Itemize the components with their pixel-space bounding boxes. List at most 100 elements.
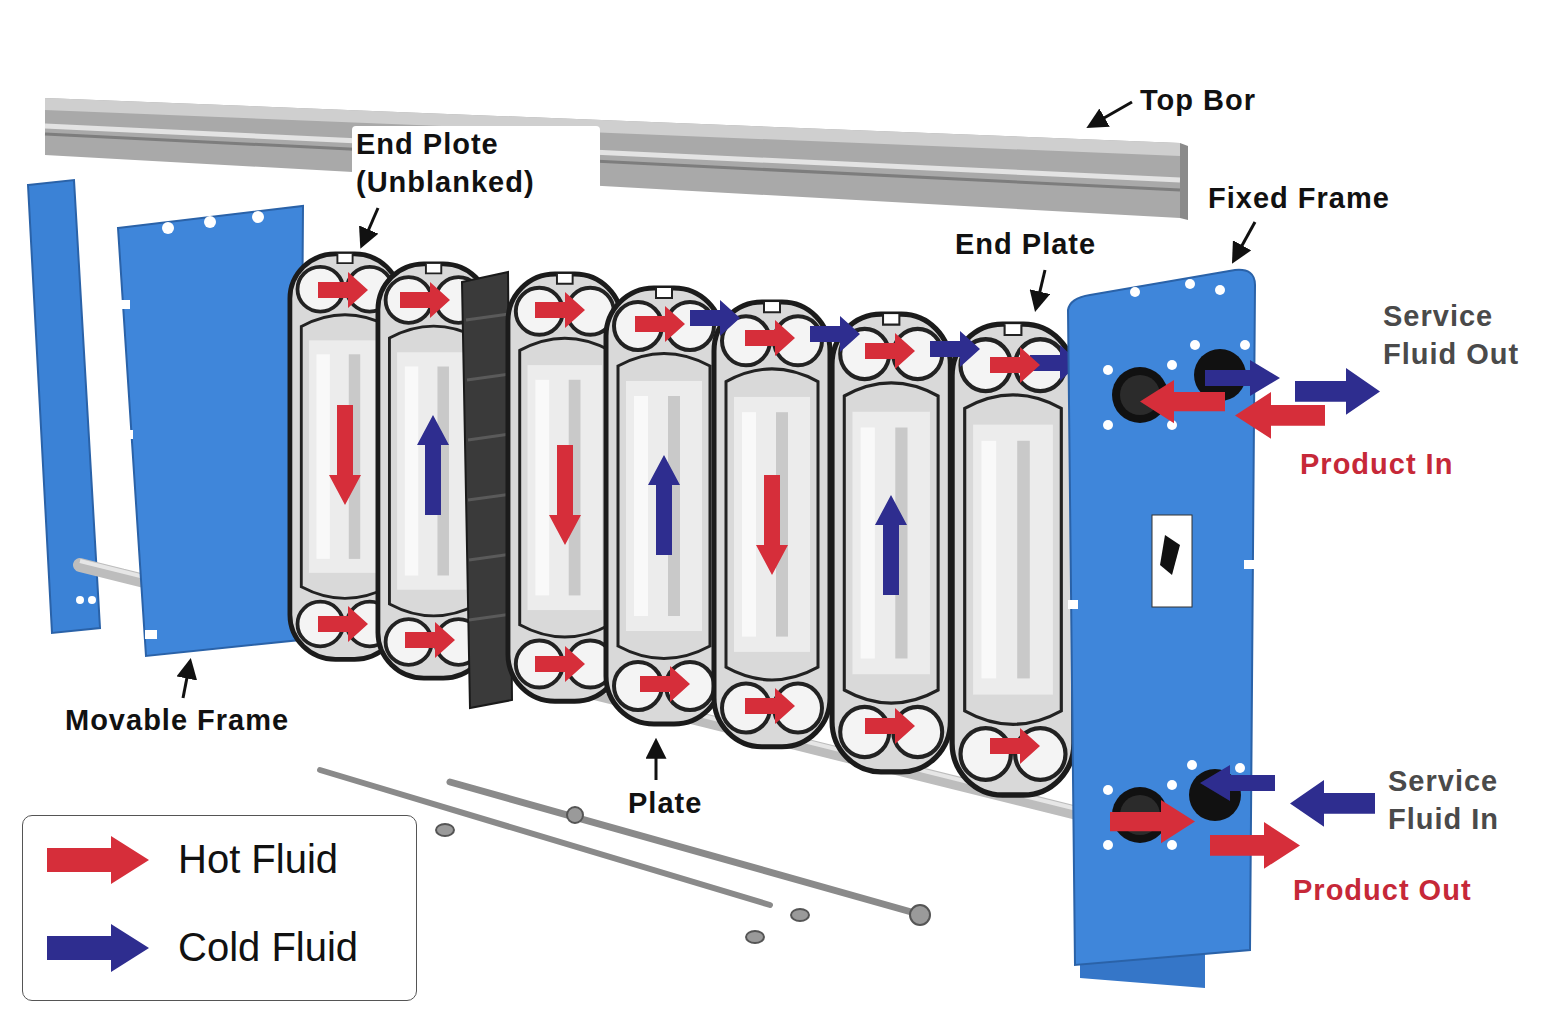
tie-rods (436, 824, 454, 836)
port-flow-arrows (1235, 392, 1325, 439)
fixed-frame (1130, 287, 1140, 297)
fixed-frame (1240, 340, 1250, 350)
gasket (462, 272, 512, 708)
movable-frame (118, 300, 130, 309)
plate-pack (832, 314, 950, 772)
fixed-frame (1167, 840, 1177, 850)
leader-lines (1234, 222, 1255, 260)
plate-flow-arrows (745, 688, 795, 724)
fixed-frame (1103, 420, 1113, 430)
part-label: Product In (1300, 446, 1453, 484)
legend-arrow (45, 922, 153, 974)
leader-lines (362, 208, 378, 245)
legend-text: Cold Fluid (178, 923, 358, 971)
port-flow-arrows (1205, 360, 1280, 396)
tie-rods (567, 807, 583, 823)
leader-lines (655, 742, 658, 780)
tie-rods (450, 782, 922, 915)
legend-arrow (45, 834, 153, 886)
port-flow-arrows (1200, 765, 1275, 801)
part-label: Plate (628, 785, 702, 823)
plate-flow-arrows (690, 300, 740, 336)
gasket (469, 554, 511, 560)
movable-frame (118, 206, 303, 656)
plate-flow-arrows (745, 320, 795, 356)
gasket (466, 314, 509, 320)
fixed-frame (1103, 840, 1113, 850)
fixed-frame (1244, 560, 1254, 569)
tie-rods (910, 905, 930, 925)
movable-frame (118, 206, 303, 656)
leader-lines (183, 662, 190, 698)
movable-frame (204, 216, 216, 228)
plate-flow-arrows (400, 282, 450, 318)
leader-lines (1036, 270, 1045, 308)
plate-flow-arrows (990, 347, 1040, 383)
movable-frame (121, 430, 133, 439)
plate-flow-arrows (318, 272, 368, 308)
plate-flow-arrows (648, 455, 680, 555)
fixed-frame (1103, 785, 1113, 795)
plate-pack (952, 324, 1074, 795)
plate-pack (606, 288, 722, 724)
part-label: Top Bor (1140, 82, 1256, 120)
port-flow-arrows (1140, 380, 1225, 423)
plate-flow-arrows (930, 331, 980, 367)
top-bar (1180, 143, 1188, 220)
fixed-frame (1160, 535, 1180, 575)
top-bar (45, 98, 1180, 156)
movable-frame (162, 222, 174, 234)
top-bar (45, 98, 1180, 218)
part-label: End Plate (955, 226, 1096, 264)
end-bar (88, 596, 96, 604)
movable-frame (124, 560, 136, 569)
fixed-frame (1103, 365, 1113, 375)
plate-flow-arrows (549, 445, 581, 545)
part-label: Service Fluid In (1388, 763, 1560, 838)
part-label: Product Out (1293, 872, 1472, 910)
gasket (468, 494, 511, 500)
part-label: Fixed Frame (1208, 180, 1390, 218)
plate-pack (714, 302, 830, 747)
tie-rods (791, 909, 809, 921)
top-bar (45, 126, 1180, 180)
plate-flow-arrows (875, 495, 907, 595)
plate-flow-arrows (329, 405, 361, 505)
gasket (462, 272, 512, 708)
plate-flow-arrows (535, 646, 585, 682)
fixed-frame (1167, 780, 1177, 790)
fixed-frame (1068, 600, 1078, 609)
leader-lines (183, 102, 1255, 780)
plate-flow-arrows (417, 415, 449, 515)
port-flow-arrows (1290, 780, 1375, 827)
fixed-frame (1167, 360, 1177, 370)
fixed-frame (1185, 279, 1195, 289)
top-bar (45, 134, 1180, 190)
part-label: Service Fluid Out (1383, 298, 1561, 373)
port-flow-arrows (1110, 800, 1195, 843)
plate-flow-arrows (990, 728, 1040, 764)
legend-text: Hot Fluid (178, 835, 338, 883)
gasket (467, 374, 510, 380)
plate-flow-arrows (318, 272, 1080, 764)
movable-frame (252, 211, 264, 223)
part-label: Movable Frame (65, 702, 289, 740)
plate-flow-arrows (535, 292, 585, 328)
plate-flow-arrows (810, 316, 860, 352)
plate-flow-arrows (756, 475, 788, 575)
gasket (468, 434, 510, 440)
legend-arrow (47, 836, 149, 884)
movable-frame (145, 630, 157, 639)
port-flow-arrows (1110, 360, 1380, 869)
fixed-frame (1190, 340, 1200, 350)
plate-flow-arrows (865, 708, 915, 744)
plate-flow-arrows (318, 606, 368, 642)
fixed-frame (1235, 763, 1245, 773)
top-bar (45, 98, 1188, 220)
legend-box: Hot FluidCold Fluid (22, 815, 417, 1001)
plate-pack (290, 254, 1074, 795)
end-bar (76, 596, 84, 604)
plate-flow-arrows (865, 333, 915, 369)
port-flow-arrows (1210, 822, 1300, 869)
leader-lines (1090, 102, 1132, 126)
